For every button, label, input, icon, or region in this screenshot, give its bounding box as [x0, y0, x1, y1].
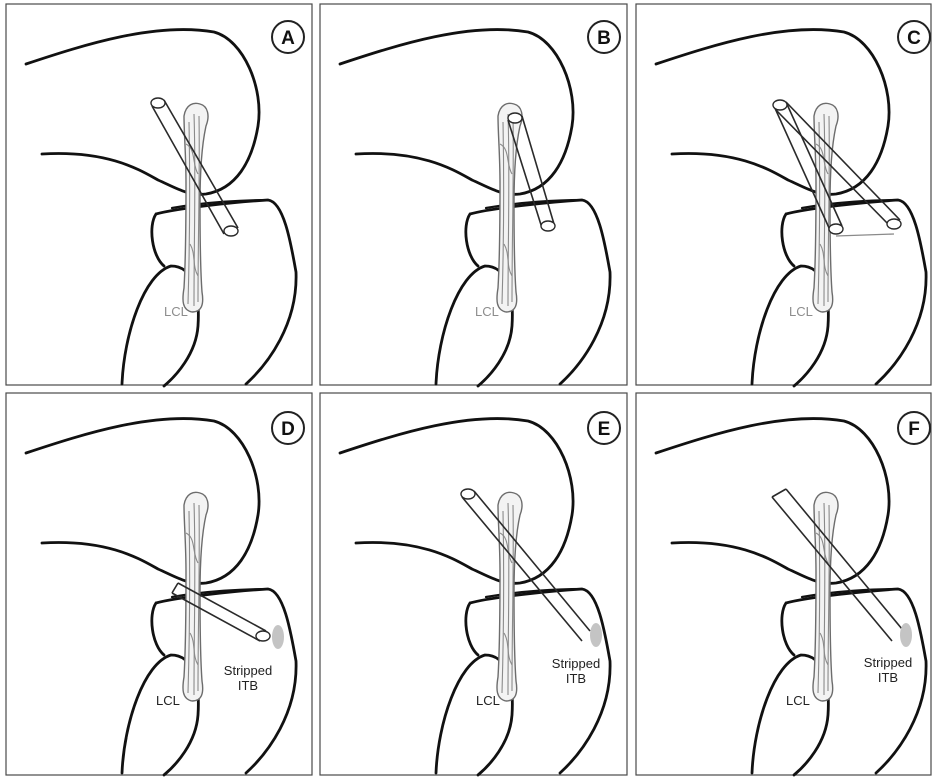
panel-letter: F	[908, 419, 920, 440]
itb-label-line1: Stripped	[224, 663, 272, 678]
panel-c-frame	[636, 4, 931, 385]
panel-letter: E	[598, 419, 611, 440]
panel-e-frame	[320, 393, 627, 775]
itb-label-line2: ITB	[238, 678, 258, 693]
panel-letter: B	[597, 28, 611, 49]
stripped-itb-stump	[900, 623, 912, 647]
panel-a-frame	[6, 4, 312, 385]
lcl-label: LCL	[476, 693, 500, 708]
itb-label-line1: Stripped	[864, 655, 912, 670]
panel-d-frame	[6, 393, 312, 775]
lcl-label: LCL	[156, 693, 180, 708]
lcl-label: LCL	[786, 693, 810, 708]
stripped-itb-stump	[590, 623, 602, 647]
panel-letter: A	[281, 28, 295, 49]
lcl-label: LCL	[475, 304, 499, 319]
itb-label-line1: Stripped	[552, 656, 600, 671]
panel-letter: D	[281, 419, 295, 440]
panel-f-frame	[636, 393, 931, 775]
lcl-label: LCL	[164, 304, 188, 319]
panel-b-frame	[320, 4, 627, 385]
panel-letter: C	[907, 28, 921, 49]
itb-label-line2: ITB	[878, 670, 898, 685]
lcl-label: LCL	[789, 304, 813, 319]
itb-label-line2: ITB	[566, 671, 586, 686]
stripped-itb-stump	[272, 625, 284, 649]
